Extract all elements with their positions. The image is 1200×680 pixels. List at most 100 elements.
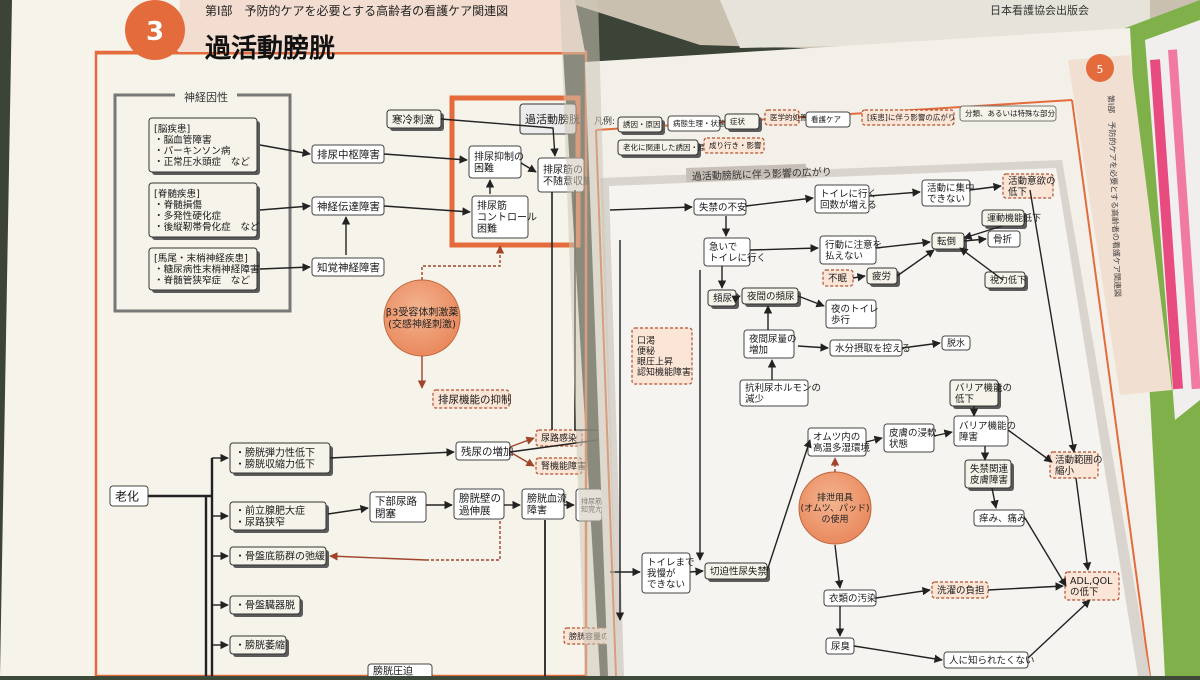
node-clothes-soil: 衣類の汚染 xyxy=(823,589,877,607)
aging-factor-5: ・膀胱萎縮 xyxy=(229,635,289,657)
legend-item-2: 病態生理・状態 xyxy=(667,115,726,132)
aging-trunk xyxy=(148,458,214,676)
cause-box-3: [馬尾・末梢神経疾患]・糖尿病性末梢神経障害・脊髄管狭窄症 など xyxy=(148,247,260,293)
aging-factor-1: ・膀胱弾力性低下・膀胱収縮力低下 xyxy=(229,442,333,476)
legend-item-9: 成り行き・影響 xyxy=(703,137,765,154)
node-vision-decline: 視力低下 xyxy=(984,271,1028,291)
cause-box-1-line: ・正常圧水頭症 など xyxy=(154,156,250,168)
flow-arrow xyxy=(834,544,844,589)
flow-arrow xyxy=(797,343,829,352)
node-clothes-soil-line: 衣類の汚染 xyxy=(829,592,877,604)
bladder-compression-line: 膀胱圧迫 xyxy=(373,665,413,676)
anticholinergic-effects-line: 口渇 xyxy=(637,335,655,347)
node-fall: 転倒 xyxy=(931,232,967,252)
flow-arrow xyxy=(852,273,866,282)
bladder-wall-line: 膀胱壁の xyxy=(459,492,501,505)
residual-urine-line: 残尿の増加 xyxy=(461,445,514,458)
legend-item-8-line: 老化に関連した誘因・原因 xyxy=(623,142,713,152)
right-side-tab xyxy=(1068,55,1172,395)
node-barrier-disorder-line: バリア機能の xyxy=(959,420,1016,432)
node-incontinence-anxiety: 失禁の不安 xyxy=(693,198,747,216)
node-rush-toilet-line: トイレに行く xyxy=(709,252,766,264)
node-cannot-focus-line: 活動に集中 xyxy=(927,182,975,194)
legend-item-7-line: 分類、あるいは特殊な部分 xyxy=(965,108,1055,118)
flow-arrow xyxy=(933,429,953,438)
legend-item-3: 症状 xyxy=(724,113,762,132)
node-itch-line: 痒み、痛み xyxy=(979,512,1027,524)
drug-beta3-line: β3受容体刺激薬 xyxy=(386,306,459,319)
node-attention-line: 行動に注意を xyxy=(825,239,882,251)
bladder-wall-line: 過伸展 xyxy=(459,505,491,517)
cause-box-2-line: ・多発性硬化症 xyxy=(154,210,222,222)
drug-beta3: β3受容体刺激薬(交感神経刺激) xyxy=(383,279,461,357)
node-skin-wet-line: 皮膚の浸軟 xyxy=(889,427,937,439)
node-fall-line: 転倒 xyxy=(937,235,956,247)
chapter-number: 3 xyxy=(146,17,164,47)
core-box-1-line: 困難 xyxy=(474,161,494,174)
aging-factor-2-line: ・前立腺肥大症 xyxy=(235,504,305,517)
flow-arrow xyxy=(1029,189,1077,453)
node-water-restrict: 水分摂取を控える xyxy=(829,339,911,357)
complication-2-line: 腎機能障害 xyxy=(541,460,586,472)
bladder-blood-flow-line: 膀胱血流 xyxy=(527,492,567,505)
right-page-number: 5 xyxy=(1097,63,1104,76)
aging-factor-1-line: ・膀胱弾力性低下 xyxy=(235,446,315,459)
flow-arrow xyxy=(609,203,693,212)
node-itch: 痒み、痛み xyxy=(973,509,1027,527)
aging-factor-4: ・骨盤臓器脱 xyxy=(229,595,303,617)
legend-item-5: 看護ケア xyxy=(805,111,851,128)
node-adl-qol-line: ADL,QOL xyxy=(1070,576,1113,587)
node-dermatitis-line: 皮膚障害 xyxy=(970,474,1008,486)
cause-box-1-line: [脳疾患] xyxy=(154,123,190,135)
core-box-2-line: 排尿筋 xyxy=(477,199,507,212)
flow-arrow xyxy=(731,295,741,304)
background-book-text: 日本看護協会出版会 xyxy=(990,3,1089,17)
node-barrier-disorder-line: 障害 xyxy=(959,431,978,443)
flow-arrow xyxy=(440,118,559,157)
flow-arrow xyxy=(327,504,369,515)
bladder-compression: 膀胱圧迫 xyxy=(367,663,433,679)
flow-arrow xyxy=(383,205,471,216)
node-night-urine-line: 夜間尿量の xyxy=(749,333,797,345)
node-barrier-decline-line: バリア機能の xyxy=(955,382,1012,394)
right-page-badge xyxy=(1086,54,1114,82)
core-box-2-line: コントロール xyxy=(477,213,537,224)
node-urge-incontinence: 切迫性尿失禁 xyxy=(704,562,770,582)
lower-tract-obstruction-line: 閉塞 xyxy=(375,507,396,520)
node-toilet-frequency-line: トイレに行く xyxy=(820,188,877,200)
flow-arrow xyxy=(329,448,455,459)
mechanism-3: 知覚神経障害 xyxy=(311,257,385,277)
mechanism-2-line: 神経伝達障害 xyxy=(317,200,380,213)
aging-factor-3-line: ・骨盤底筋群の弛緩 xyxy=(235,550,325,563)
core-box-1-line: 排尿抑制の xyxy=(474,150,524,163)
node-night-urine-line: 増加 xyxy=(749,344,768,356)
aging-factor-2-line: ・尿路狭窄 xyxy=(235,515,285,528)
node-products-line: の使用 xyxy=(821,513,848,525)
node-odor: 尿臭 xyxy=(825,637,855,655)
flow-arrow xyxy=(1027,599,1091,659)
cause-box-1: [脳疾患]・脳血管障害・パーキンソン病・正常圧水頭症 など xyxy=(148,117,260,175)
node-cant-hold-line: トイレまで xyxy=(647,557,695,568)
flow-arrow xyxy=(259,144,311,157)
node-fracture-line: 骨折 xyxy=(993,233,1013,245)
drug-effect-box-line: 排尿機能の抑制 xyxy=(438,393,512,406)
flow-arrow xyxy=(853,645,943,663)
node-laundry-line: 洗濯の負担 xyxy=(937,584,985,596)
node-skin-wet-line: 状態 xyxy=(889,438,908,450)
node-range-shrink-line: 縮小 xyxy=(1055,465,1075,477)
cause-box-3-line: [馬尾・末梢神経疾患] xyxy=(154,252,248,264)
drug-effect-box: 排尿機能の抑制 xyxy=(432,389,512,409)
flow-arrow xyxy=(896,249,935,277)
flow-arrow xyxy=(990,487,999,509)
node-diaper-env-line: オムツ内の xyxy=(813,431,860,443)
